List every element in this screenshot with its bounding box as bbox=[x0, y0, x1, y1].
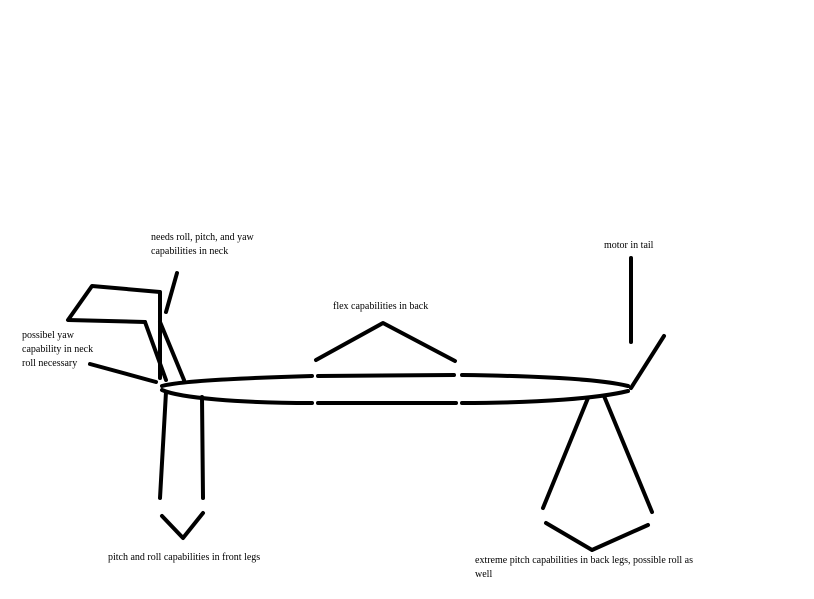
neck-yaw-label: possibel yaw capability in neck roll nec… bbox=[22, 330, 96, 369]
back-legs bbox=[541, 394, 654, 552]
neck-capabilities-label: needs roll, pitch, and yaw capabilities … bbox=[151, 232, 256, 257]
body-top-middle-segment bbox=[316, 373, 456, 378]
body-top-rear-segment bbox=[460, 373, 630, 388]
back-foot bbox=[544, 521, 650, 552]
body bbox=[160, 373, 630, 405]
front-leg-right bbox=[200, 395, 205, 500]
front-leg-left bbox=[158, 390, 168, 500]
neck-capabilities-pointer bbox=[164, 271, 179, 314]
tail bbox=[629, 334, 666, 390]
tail-motor-label: motor in tail bbox=[604, 240, 654, 251]
back-legs-label: extreme pitch capabilities in back legs,… bbox=[475, 555, 696, 580]
head-outline bbox=[66, 284, 162, 380]
front-foot bbox=[160, 511, 205, 540]
neck-line-front bbox=[143, 320, 168, 382]
annotation-pointers bbox=[88, 256, 633, 384]
neck-line-back bbox=[158, 320, 186, 382]
neck-yaw-pointer bbox=[88, 362, 158, 384]
back-leg-left bbox=[541, 396, 590, 510]
back-flex-pointer bbox=[314, 321, 457, 363]
front-legs-label: pitch and roll capabilities in front leg… bbox=[108, 552, 260, 563]
body-top-front-segment bbox=[160, 374, 314, 388]
back-flex-label: flex capabilities in back bbox=[333, 301, 428, 312]
head-and-neck bbox=[66, 284, 186, 382]
front-legs bbox=[158, 390, 205, 540]
body-bottom-rear-segment bbox=[460, 389, 630, 405]
back-leg-right bbox=[602, 394, 654, 514]
body-bottom-front-segment bbox=[160, 388, 314, 405]
